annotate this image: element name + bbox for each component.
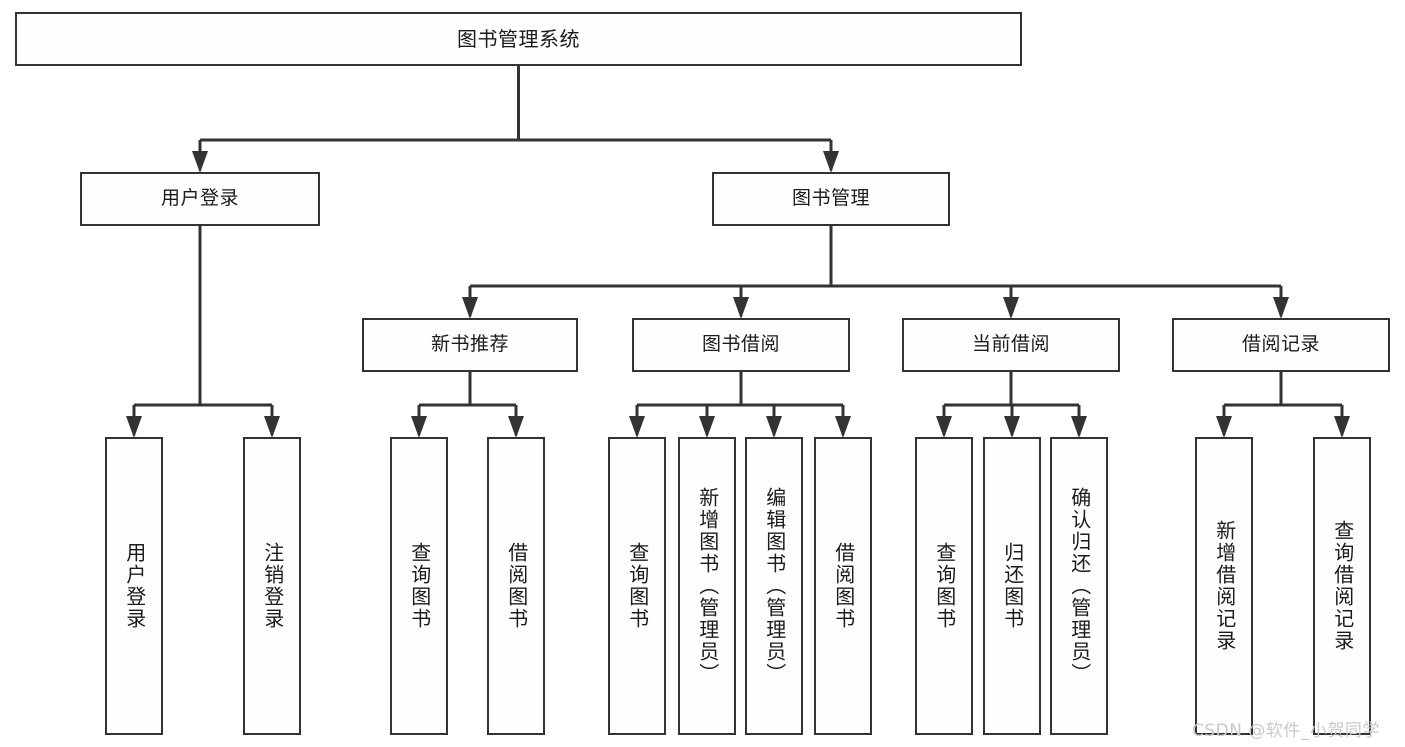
node-leaf-9[interactable]: 查询图书 [915, 437, 973, 735]
node-label: 查询图书 [625, 542, 650, 630]
node-label: 确认归还（管理员） [1067, 487, 1092, 685]
node-label: 借阅图书 [504, 542, 529, 630]
node-label: 用户登录 [122, 542, 147, 630]
node-user-login[interactable]: 用户登录 [80, 172, 320, 226]
node-label: 查询借阅记录 [1330, 520, 1355, 652]
node-label: 图书管理系统 [457, 26, 580, 51]
node-label: 用户登录 [160, 187, 239, 210]
node-leaf-13[interactable]: 查询借阅记录 [1313, 437, 1371, 735]
node-leaf-6[interactable]: 新增图书（管理员） [678, 437, 736, 735]
node-label: 借阅记录 [1241, 333, 1320, 356]
node-label: 查询图书 [932, 542, 957, 630]
node-label: 编辑图书（管理员） [762, 487, 787, 685]
node-label: 注销登录 [260, 542, 285, 630]
node-label: 图书管理 [791, 187, 870, 210]
node-leaf-8[interactable]: 借阅图书 [814, 437, 872, 735]
node-book-manage[interactable]: 图书管理 [712, 172, 950, 226]
node-current-borrow[interactable]: 当前借阅 [902, 318, 1120, 372]
node-borrow-record[interactable]: 借阅记录 [1172, 318, 1390, 372]
node-leaf-2[interactable]: 注销登录 [243, 437, 301, 735]
node-leaf-7[interactable]: 编辑图书（管理员） [745, 437, 803, 735]
node-label: 新书推荐 [430, 333, 509, 356]
node-leaf-5[interactable]: 查询图书 [608, 437, 666, 735]
node-leaf-4[interactable]: 借阅图书 [487, 437, 545, 735]
node-label: 查询图书 [407, 542, 432, 630]
node-leaf-3[interactable]: 查询图书 [390, 437, 448, 735]
node-label: 归还图书 [1000, 542, 1025, 630]
node-book-borrow[interactable]: 图书借阅 [632, 318, 850, 372]
node-leaf-11[interactable]: 确认归还（管理员） [1050, 437, 1108, 735]
node-leaf-10[interactable]: 归还图书 [983, 437, 1041, 735]
node-label: 新增图书（管理员） [695, 487, 720, 685]
csdn-watermark: CSDN @软件_小贺同学 [1192, 721, 1380, 741]
node-root[interactable]: 图书管理系统 [15, 12, 1022, 66]
node-label: 图书借阅 [701, 333, 780, 356]
node-leaf-12[interactable]: 新增借阅记录 [1195, 437, 1253, 735]
node-new-book-rec[interactable]: 新书推荐 [362, 318, 578, 372]
node-leaf-1[interactable]: 用户登录 [105, 437, 163, 735]
node-label: 当前借阅 [971, 333, 1050, 356]
node-label: 借阅图书 [831, 542, 856, 630]
node-label: 新增借阅记录 [1212, 520, 1237, 652]
